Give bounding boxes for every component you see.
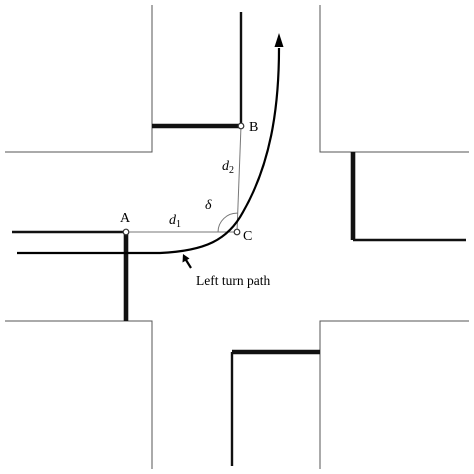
construction-lines [126,125,242,233]
d1-subscript: 1 [176,219,181,230]
curb-bottom-left [5,320,153,469]
angle-delta-label: δ [205,198,212,213]
leader-arrowhead [182,254,190,263]
d2-base: d [222,159,230,174]
point-c-label: C [243,229,252,244]
segment-d2 [236,125,242,233]
left-turn-path-caption: Left turn path [196,273,270,288]
turn-path-arrowhead [274,33,284,47]
d2-label: d2 [222,159,234,176]
labels: A B C d1 d2 δ Left turn path [120,120,270,288]
d1-label: d1 [169,213,181,230]
left-turn-path [17,33,284,255]
curb-top-left [5,5,153,153]
turn-path-curve [17,47,281,255]
point-c-marker [233,228,241,236]
point-a-marker [122,228,130,236]
caption-leader [182,254,192,269]
point-b-label: B [249,120,258,135]
d2-subscript: 2 [229,165,234,176]
angle-arc [217,212,238,233]
curb-bottom-right [319,320,469,469]
d1-base: d [169,213,177,228]
curb-top-right [319,5,469,153]
road-edges [5,5,469,469]
lane-markings [12,12,466,466]
point-b-marker [237,122,245,130]
point-a-label: A [120,211,131,226]
points [122,122,245,236]
leader-line [185,259,192,269]
